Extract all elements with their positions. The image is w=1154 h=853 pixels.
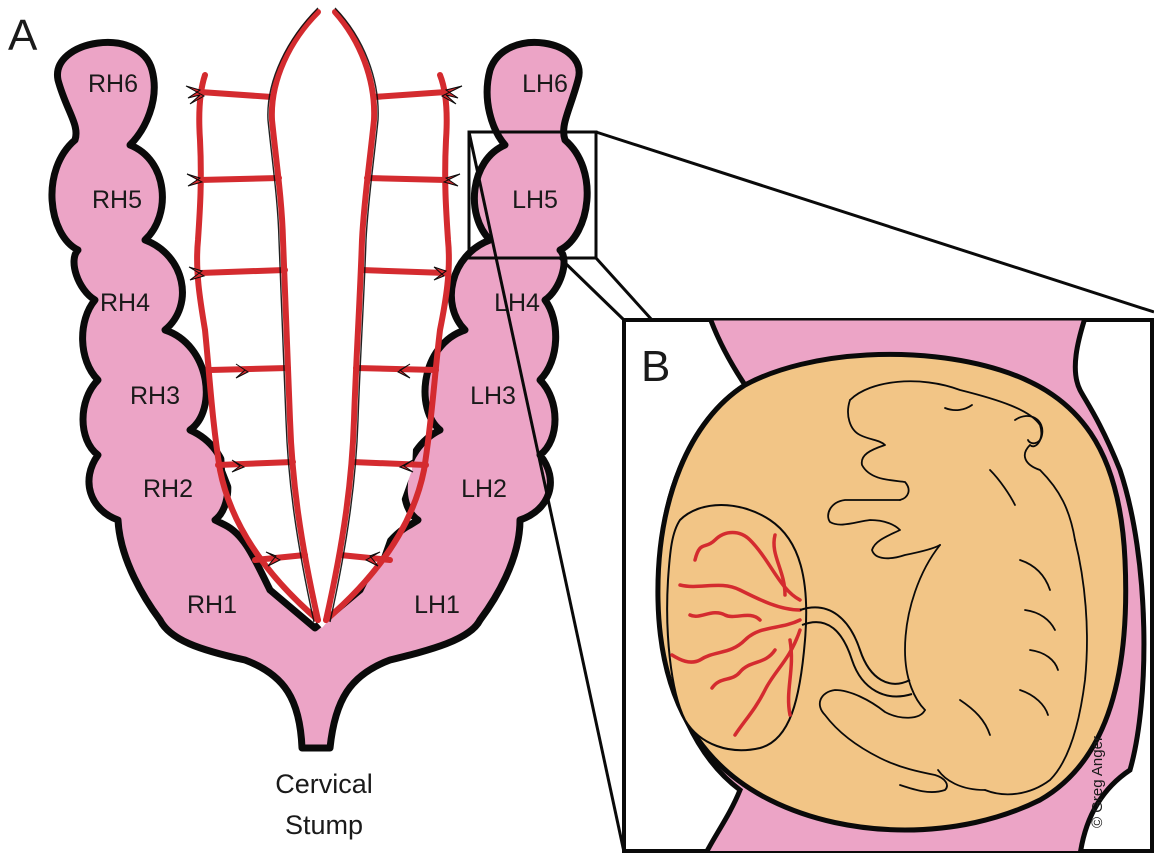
cervical-stump-label-line2: Stump — [285, 810, 363, 840]
right-rung — [218, 462, 293, 465]
zoom-line — [560, 258, 624, 320]
horn-label-rh1: RH1 — [187, 591, 237, 619]
cervical-stump-label-line1: Cervical — [275, 769, 373, 799]
panel-label-b: B — [641, 342, 670, 391]
right-rung — [210, 368, 288, 370]
right-rung — [200, 270, 285, 273]
panel-b: B © Greg Anger — [624, 318, 1152, 853]
horn-label-lh1: LH1 — [414, 591, 460, 619]
horn-label-rh3: RH3 — [130, 382, 180, 410]
horn-label-lh2: LH2 — [461, 475, 507, 503]
zoom-line — [596, 258, 652, 320]
horn-label-rh6: RH6 — [88, 70, 138, 98]
horn-label-rh2: RH2 — [143, 475, 193, 503]
right-rung — [199, 178, 279, 180]
left-rung — [352, 462, 426, 465]
left-rung — [367, 178, 446, 180]
horn-label-lh3: LH3 — [470, 382, 516, 410]
horn-label-lh4: LH4 — [494, 289, 540, 317]
horn-label-rh4: RH4 — [100, 289, 150, 317]
horn-label-lh5: LH5 — [512, 186, 558, 214]
horn-label-lh6: LH6 — [522, 70, 568, 98]
horn-label-rh5: RH5 — [92, 186, 142, 214]
zoom-line — [596, 132, 1154, 312]
left-rung — [356, 368, 436, 370]
copyright-credit: © Greg Anger — [1089, 736, 1106, 828]
placenta — [667, 505, 806, 750]
panel-label-a: A — [8, 11, 38, 60]
left-rung — [361, 270, 446, 273]
